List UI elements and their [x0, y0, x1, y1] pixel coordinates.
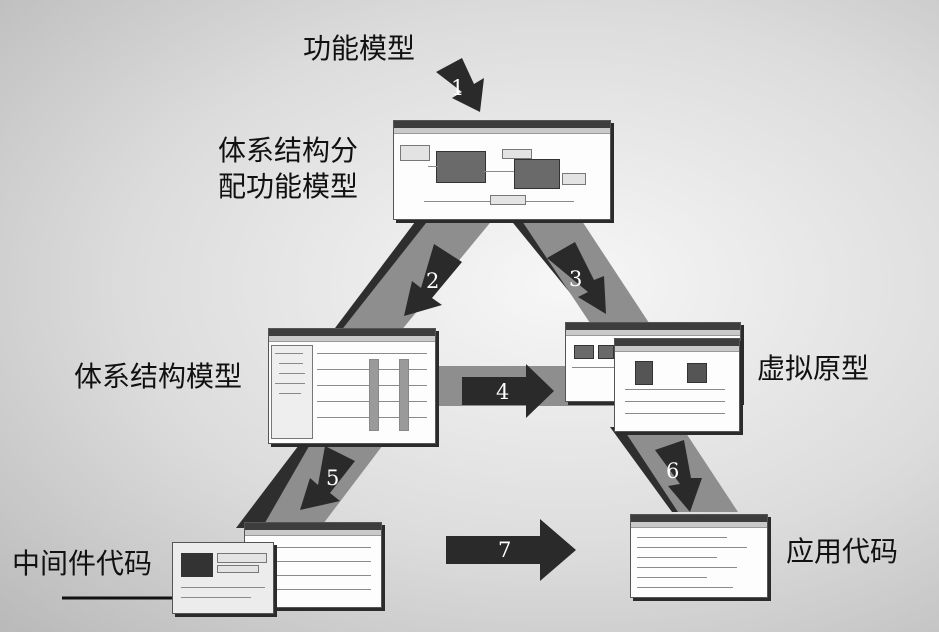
label-allocated-model-line1: 体系结构分: [218, 132, 358, 170]
screenshot-application-code: [630, 514, 768, 598]
step-number-4: 4: [496, 380, 509, 404]
label-virtual-prototype: 虚拟原型: [757, 350, 869, 388]
band-left: [340, 218, 494, 332]
step-number-1: 1: [451, 76, 464, 100]
screenshot-architecture-model: [268, 328, 436, 444]
label-application-code: 应用代码: [786, 533, 898, 571]
label-allocated-model-line2: 配功能模型: [218, 168, 358, 206]
screenshot-allocated-functional-model: [393, 120, 611, 220]
step-number-5: 5: [326, 466, 339, 490]
step-number-7: 7: [498, 538, 511, 562]
screenshot-middleware-front: [172, 542, 274, 614]
step-number-3: 3: [569, 267, 582, 291]
screenshot-virtual-prototype-front: [614, 338, 740, 432]
step-number-2: 2: [426, 269, 439, 293]
label-architecture-model: 体系结构模型: [74, 358, 242, 396]
label-middleware-code: 中间件代码: [12, 545, 152, 583]
label-functional-model: 功能模型: [303, 30, 415, 68]
step-number-6: 6: [666, 459, 679, 483]
